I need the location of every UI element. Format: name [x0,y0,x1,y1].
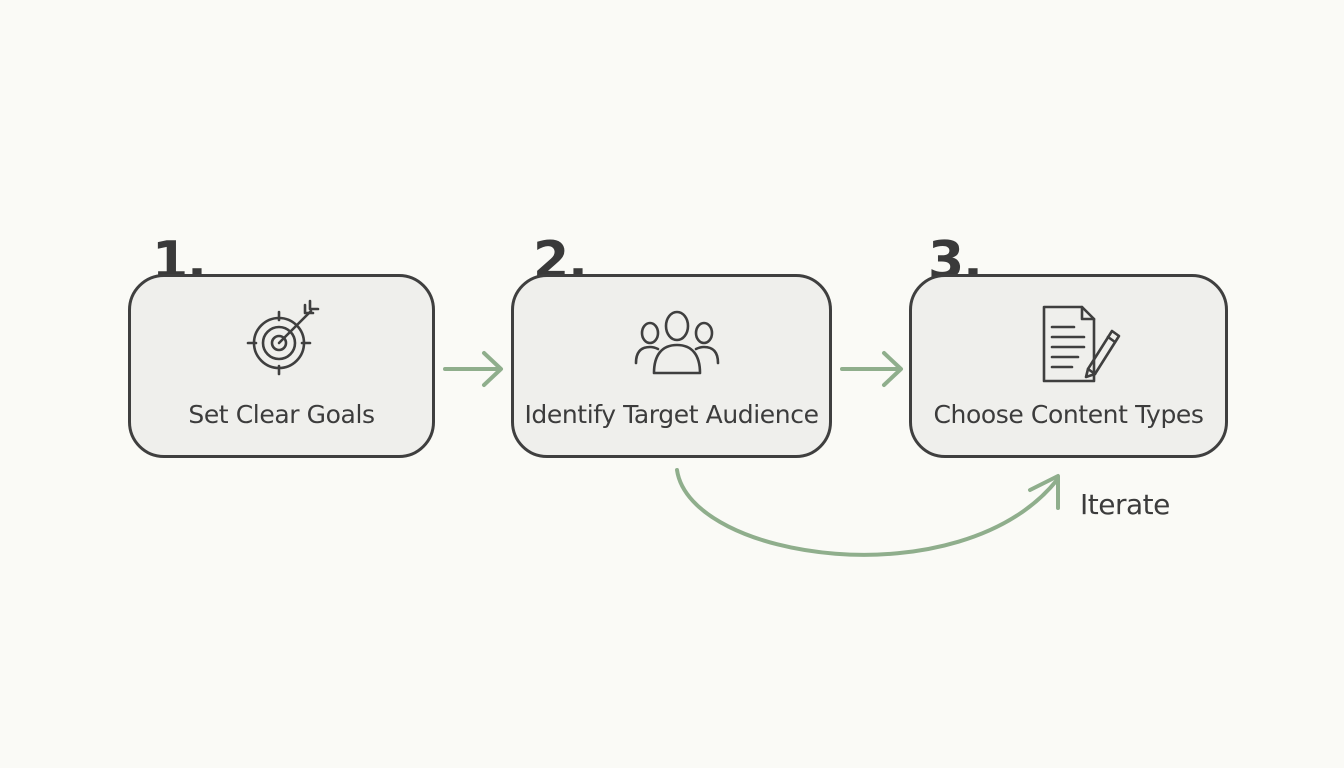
step-1-label: Set Clear Goals [188,400,375,429]
arrow-step2-to-step3 [840,351,903,387]
step-2-label: Identify Target Audience [524,400,819,429]
arrow-step1-to-step2 [443,351,503,387]
target-arrow-icon [246,299,320,376]
step-3-box: Choose Content Types [909,274,1228,458]
step-3-label: Choose Content Types [933,400,1204,429]
people-group-icon [634,310,720,375]
iterate-label: Iterate [1080,488,1170,521]
step-1-box: Set Clear Goals [128,274,435,458]
iterate-loop-arrow [675,468,1060,557]
step-2-box: Identify Target Audience [511,274,832,458]
document-pencil-icon [1042,305,1121,383]
